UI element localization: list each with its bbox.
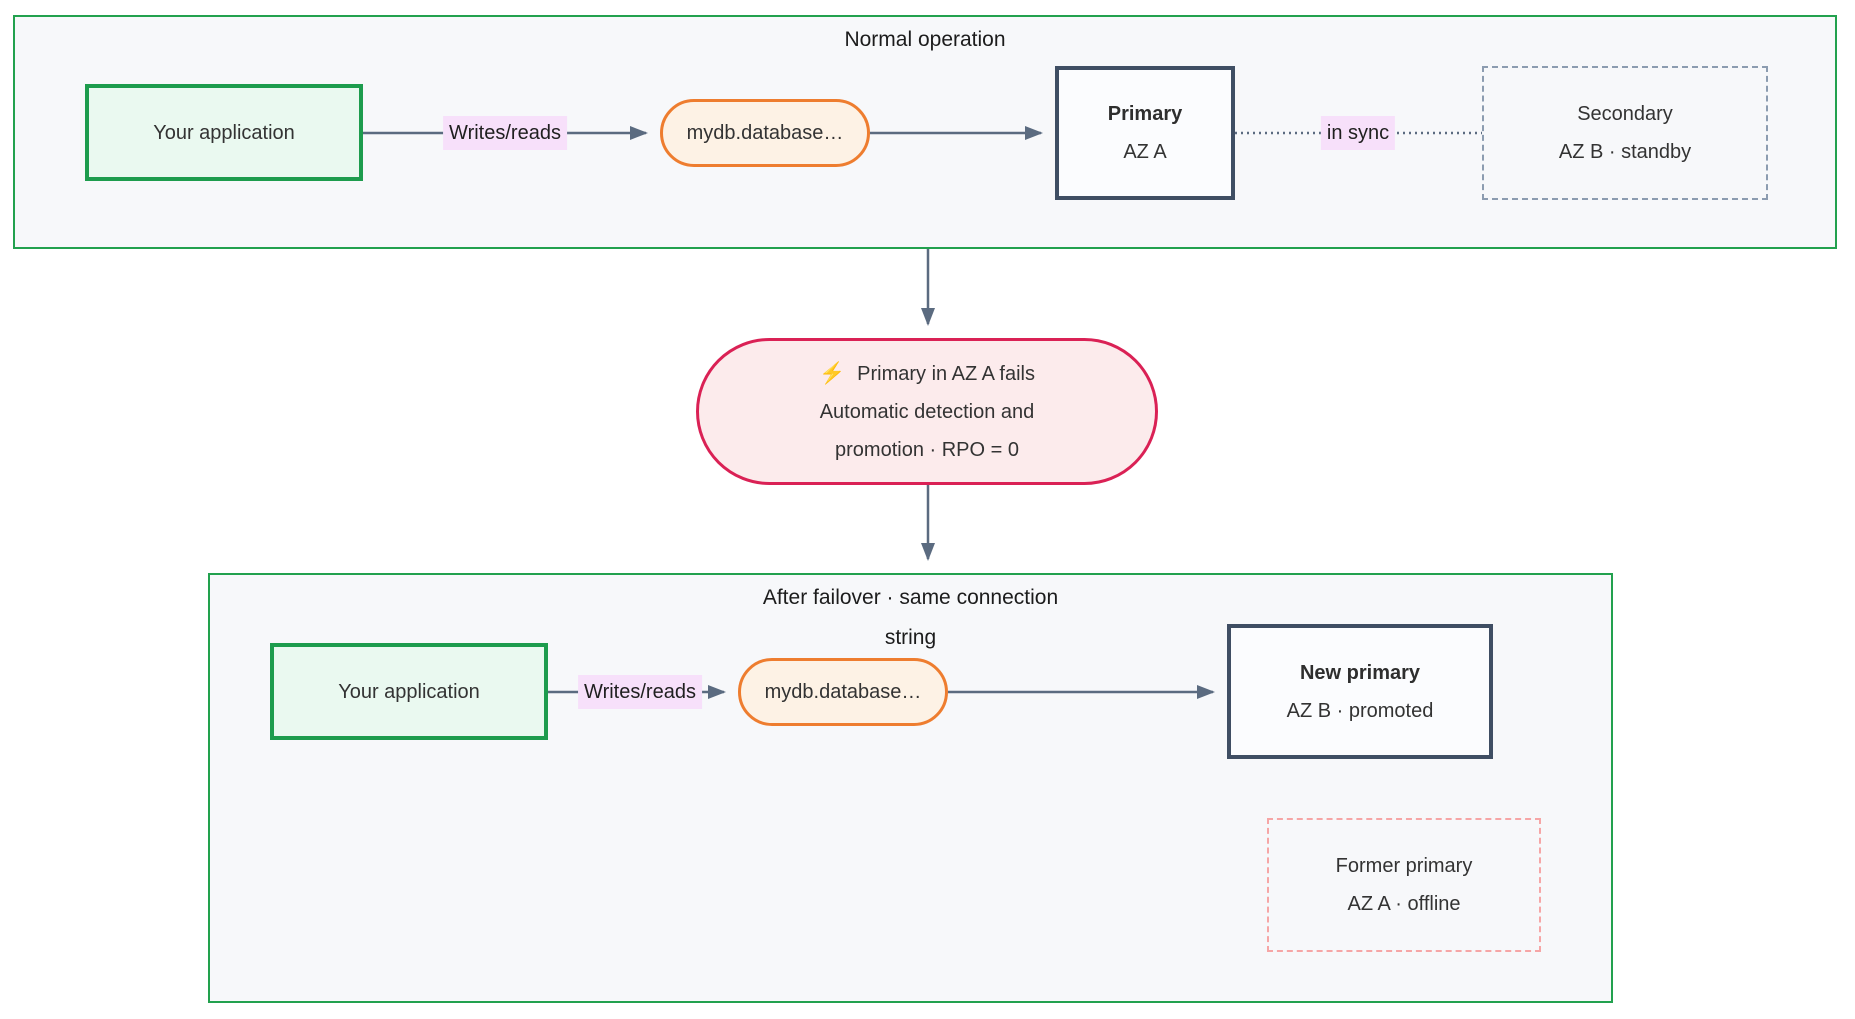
node-your-application-top: Your application — [85, 84, 363, 181]
node-title: Secondary — [1577, 103, 1673, 125]
edge-label-writes-reads-bottom: Writes/reads — [578, 675, 702, 709]
node-label: Your application — [153, 121, 295, 144]
node-label: mydb.database… — [686, 122, 844, 144]
section-normal-title: Normal operation — [844, 28, 1006, 51]
node-label: Your application — [338, 680, 480, 703]
section-after-title: After failover · same connection string — [762, 586, 1059, 649]
edge-label-in-sync: in sync — [1320, 116, 1396, 150]
node-failure-event: ⚡Primary in AZ A fails Automatic detecti… — [696, 338, 1158, 485]
failure-line-1: ⚡Primary in AZ A fails — [819, 361, 1035, 385]
node-title: Primary — [1107, 103, 1183, 125]
node-secondary-standby: Secondary AZ B · standby — [1482, 66, 1768, 200]
node-dns-endpoint-top: mydb.database… — [660, 99, 870, 167]
edge-label-writes-reads-top: Writes/reads — [443, 116, 567, 150]
node-subtitle: AZ A · offline — [1347, 893, 1461, 915]
node-title: New primary — [1299, 661, 1421, 684]
node-your-application-bottom: Your application — [270, 643, 548, 740]
lightning-icon: ⚡ — [819, 361, 846, 385]
failure-line-2: Automatic detection and — [819, 400, 1035, 423]
failure-line-3: promotion · RPO = 0 — [835, 438, 1019, 461]
node-subtitle: AZ B · standby — [1558, 141, 1692, 163]
node-dns-endpoint-bottom: mydb.database… — [738, 658, 948, 726]
node-subtitle: AZ A — [1123, 141, 1167, 163]
node-title: Former primary — [1335, 855, 1473, 877]
node-label: mydb.database… — [764, 681, 922, 703]
node-former-primary-offline: Former primary AZ A · offline — [1267, 818, 1541, 952]
node-new-primary: New primary AZ B · promoted — [1227, 624, 1493, 759]
node-primary: Primary AZ A — [1055, 66, 1235, 200]
node-subtitle: AZ B · promoted — [1286, 699, 1434, 722]
